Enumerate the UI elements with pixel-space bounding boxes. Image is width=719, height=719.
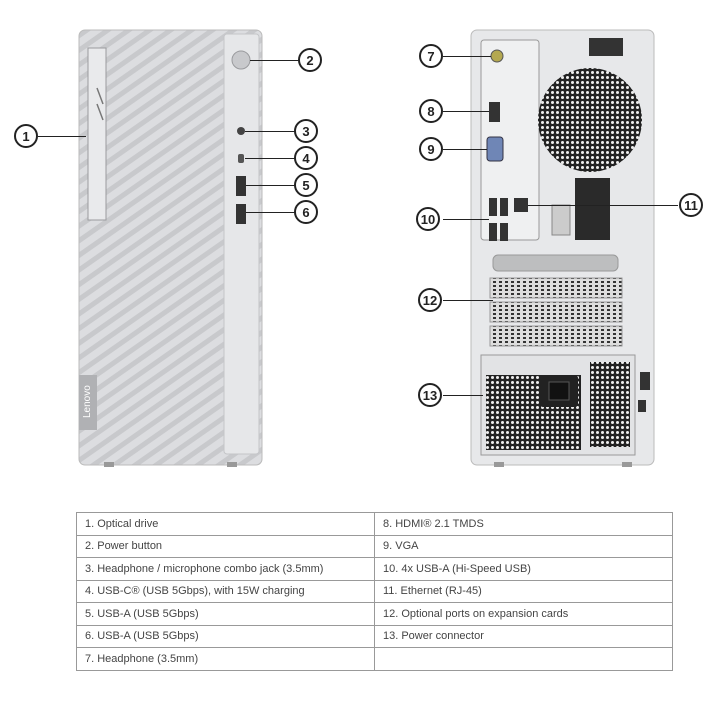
- expansion-slot-2: [489, 301, 623, 323]
- legend-cell: 8. HDMI® 2.1 TMDS: [374, 512, 673, 536]
- rear-usb-a-4: [500, 223, 508, 241]
- legend-cell: 3. Headphone / microphone combo jack (3.…: [76, 557, 375, 581]
- ethernet-port: [514, 198, 528, 212]
- front-view: [78, 29, 263, 467]
- table-row: 4. USB-C® (USB 5Gbps), with 15W charging…: [76, 579, 673, 603]
- leader-10: [443, 219, 489, 220]
- table-row: 7. Headphone (3.5mm): [76, 647, 673, 671]
- legend-cell: 9. VGA: [374, 534, 673, 558]
- port-legend-table: 1. Optical drive 8. HDMI® 2.1 TMDS 2. Po…: [76, 512, 673, 671]
- leader-9: [443, 149, 487, 150]
- callout-1: 1: [14, 124, 38, 148]
- expansion-slot-1: [489, 277, 623, 299]
- fan-grille: [538, 68, 642, 172]
- legend-cell: 12. Optional ports on expansion cards: [374, 602, 673, 626]
- rear-usb-a-1: [489, 198, 497, 216]
- callout-2: 2: [298, 48, 322, 72]
- vga-port: [486, 136, 504, 162]
- usb-a-port-2: [236, 204, 246, 224]
- hdmi-port: [489, 102, 500, 122]
- rear-usb-a-3: [489, 223, 497, 241]
- leader-4: [245, 158, 296, 159]
- legend-cell: 2. Power button: [76, 534, 375, 558]
- legend-cell: 11. Ethernet (RJ-45): [374, 579, 673, 603]
- leader-13: [443, 395, 483, 396]
- table-row: 5. USB-A (USB 5Gbps) 12. Optional ports …: [76, 602, 673, 626]
- expansion-slot-3: [489, 325, 623, 347]
- table-row: 3. Headphone / microphone combo jack (3.…: [76, 557, 673, 581]
- power-button: [231, 50, 251, 70]
- leader-2: [250, 60, 300, 61]
- table-row: 2. Power button 9. VGA: [76, 534, 673, 558]
- leader-1: [38, 136, 86, 137]
- callout-6: 6: [294, 200, 318, 224]
- legend-cell: 13. Power connector: [374, 624, 673, 648]
- callout-4: 4: [294, 146, 318, 170]
- legend-cell: 4. USB-C® (USB 5Gbps), with 15W charging: [76, 579, 375, 603]
- legend-cell: [374, 647, 673, 671]
- callout-7: 7: [419, 44, 443, 68]
- rear-headphone-jack: [490, 49, 504, 63]
- callout-11: 11: [679, 193, 703, 217]
- brand-logo: Lenovo: [82, 385, 93, 418]
- callout-8: 8: [419, 99, 443, 123]
- callout-9: 9: [419, 137, 443, 161]
- legend-cell: 7. Headphone (3.5mm): [76, 647, 375, 671]
- headphone-jack: [237, 127, 245, 135]
- legend-cell: 10. 4x USB-A (Hi-Speed USB): [374, 557, 673, 581]
- usb-a-port-1: [236, 176, 246, 196]
- callout-3: 3: [294, 119, 318, 143]
- table-row: 6. USB-A (USB 5Gbps) 13. Power connector: [76, 624, 673, 648]
- leader-3: [245, 131, 296, 132]
- usb-c-port: [238, 154, 244, 163]
- table-row: 1. Optical drive 8. HDMI® 2.1 TMDS: [76, 512, 673, 536]
- legend-cell: 5. USB-A (USB 5Gbps): [76, 602, 375, 626]
- legend-cell: 6. USB-A (USB 5Gbps): [76, 624, 375, 648]
- optical-drive: [87, 47, 107, 221]
- rear-usb-a-2: [500, 198, 508, 216]
- leader-11: [528, 205, 678, 206]
- leader-12: [443, 300, 493, 301]
- callout-5: 5: [294, 173, 318, 197]
- leader-8: [443, 111, 489, 112]
- callout-13: 13: [418, 383, 442, 407]
- callout-10: 10: [416, 207, 440, 231]
- leader-6: [246, 212, 296, 213]
- callout-12: 12: [418, 288, 442, 312]
- rear-view: [470, 29, 655, 467]
- device-illustration: [78, 29, 655, 467]
- legend-cell: 1. Optical drive: [76, 512, 375, 536]
- leader-7: [443, 56, 491, 57]
- leader-5: [246, 185, 296, 186]
